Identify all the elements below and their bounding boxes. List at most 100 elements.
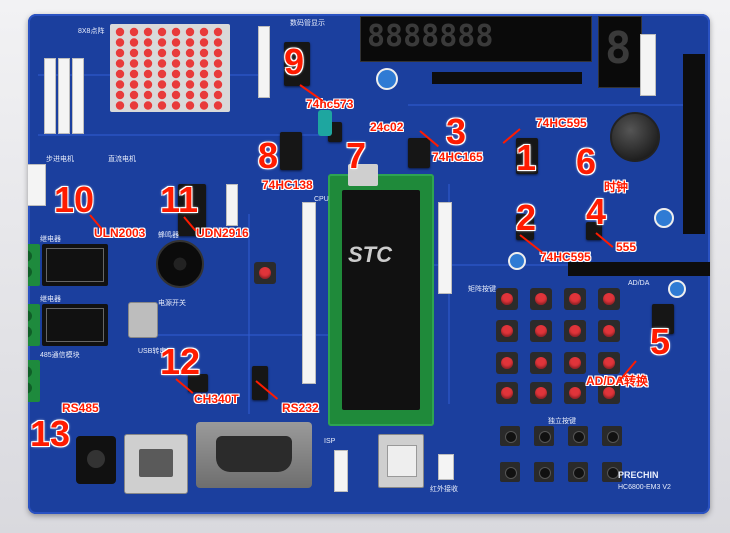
matrix-led <box>199 27 209 37</box>
key-s14[interactable] <box>530 382 552 404</box>
potentiometer[interactable] <box>376 68 398 90</box>
callout-number-6: 6 <box>576 141 597 182</box>
key-s4[interactable] <box>598 288 620 310</box>
silk-ir: 红外接收 <box>430 486 458 493</box>
matrix-led <box>129 27 139 37</box>
matrix-led <box>199 38 209 47</box>
callout-label-ad-da: AD/DA转换 <box>586 374 648 388</box>
matrix-led <box>115 80 125 89</box>
key-s2[interactable] <box>530 288 552 310</box>
callout-number-9: 9 <box>284 41 305 82</box>
key-s5[interactable] <box>496 320 518 342</box>
header-right-long[interactable] <box>683 54 705 234</box>
segment-digits: 8888888 <box>367 19 494 54</box>
header-right-white[interactable] <box>640 34 656 96</box>
dot-matrix-grid: /* placeholder */ <box>115 27 223 110</box>
usb-a-port[interactable] <box>378 434 424 488</box>
matrix-led <box>157 90 167 100</box>
matrix-led <box>115 101 125 110</box>
key-s6[interactable] <box>530 320 552 342</box>
potentiometer-555[interactable] <box>654 208 674 228</box>
header-mcu-right[interactable] <box>438 202 452 294</box>
silk-usb: USB转串口 <box>138 348 174 355</box>
matrix-led <box>157 101 167 110</box>
key-s11[interactable] <box>564 352 586 374</box>
matrix-led <box>157 48 167 58</box>
key-s9[interactable] <box>496 352 518 374</box>
matrix-led <box>157 80 167 89</box>
key-k2[interactable] <box>534 426 554 446</box>
single-digit: 8 <box>605 23 632 74</box>
matrix-led <box>185 69 195 79</box>
callout-number-2: 2 <box>516 197 537 238</box>
matrix-led <box>143 80 153 89</box>
matrix-led <box>199 69 209 79</box>
dc-power-jack[interactable] <box>76 436 116 484</box>
key-s8[interactable] <box>598 320 620 342</box>
matrix-led <box>157 38 167 47</box>
matrix-led <box>213 27 223 37</box>
matrix-led <box>185 80 195 89</box>
header-udn[interactable] <box>226 184 238 226</box>
relay-1 <box>42 244 108 286</box>
key-s3[interactable] <box>564 288 586 310</box>
matrix-led <box>171 38 181 47</box>
key-k1[interactable] <box>500 426 520 446</box>
key-k6[interactable] <box>534 462 554 482</box>
potentiometer-adc[interactable] <box>668 280 686 298</box>
power-switch[interactable] <box>128 302 158 338</box>
callout-number-13: 13 <box>30 413 71 454</box>
zif-socket[interactable]: STC <box>328 164 434 426</box>
matrix-led <box>143 90 153 100</box>
independent-keys <box>500 426 650 486</box>
key-k7[interactable] <box>568 462 588 482</box>
ir-jumper[interactable] <box>438 454 454 480</box>
key-s10[interactable] <box>530 352 552 374</box>
key-k8[interactable] <box>602 462 622 482</box>
potentiometer-595[interactable] <box>508 252 526 270</box>
callout-label-24c02: 24c02 <box>370 120 404 134</box>
callout-label-74hc573: 74hc573 <box>306 97 354 111</box>
zif-lever[interactable] <box>348 164 378 186</box>
matrix-led <box>199 48 209 58</box>
terminal-block-1[interactable] <box>28 244 40 286</box>
isp-header[interactable] <box>334 450 348 492</box>
matrix-led <box>171 59 181 68</box>
chip-74hc573 <box>284 42 310 86</box>
key-s12[interactable] <box>598 352 620 374</box>
header-jp-left-3[interactable] <box>72 58 84 134</box>
db9-serial-port[interactable] <box>196 422 312 488</box>
terminal-block-3[interactable] <box>28 360 40 402</box>
chip-74hc595-2 <box>516 214 534 240</box>
key-s15[interactable] <box>564 382 586 404</box>
key-s13[interactable] <box>496 382 518 404</box>
callout-number-5: 5 <box>650 321 671 362</box>
key-k5[interactable] <box>500 462 520 482</box>
usb-b-port[interactable] <box>124 434 188 494</box>
matrix-led <box>143 59 153 68</box>
callout-label-uln2003: ULN2003 <box>94 226 146 240</box>
header-lcd-top[interactable] <box>432 72 582 84</box>
matrix-led <box>129 90 139 100</box>
header-573[interactable] <box>258 26 270 98</box>
matrix-led <box>171 101 181 110</box>
relay-2 <box>42 304 108 346</box>
header-jp-left-2[interactable] <box>58 58 70 134</box>
callout-number-3: 3 <box>446 111 467 152</box>
silk-dot-matrix: 8X8点阵 <box>78 28 105 35</box>
key-k4[interactable] <box>602 426 622 446</box>
terminal-block-2[interactable] <box>28 304 40 346</box>
header-mcu-left[interactable] <box>302 202 316 384</box>
stepper-connector[interactable] <box>28 164 46 206</box>
matrix-led <box>171 90 181 100</box>
matrix-led <box>143 101 153 110</box>
battery-cr1220 <box>610 112 660 162</box>
reset-button[interactable] <box>254 262 276 284</box>
key-s7[interactable] <box>564 320 586 342</box>
key-k3[interactable] <box>568 426 588 446</box>
header-lcd[interactable] <box>568 262 710 276</box>
key-s16[interactable] <box>598 382 620 404</box>
header-jp-left[interactable] <box>44 58 56 134</box>
key-s1[interactable] <box>496 288 518 310</box>
matrix-led <box>143 48 153 58</box>
